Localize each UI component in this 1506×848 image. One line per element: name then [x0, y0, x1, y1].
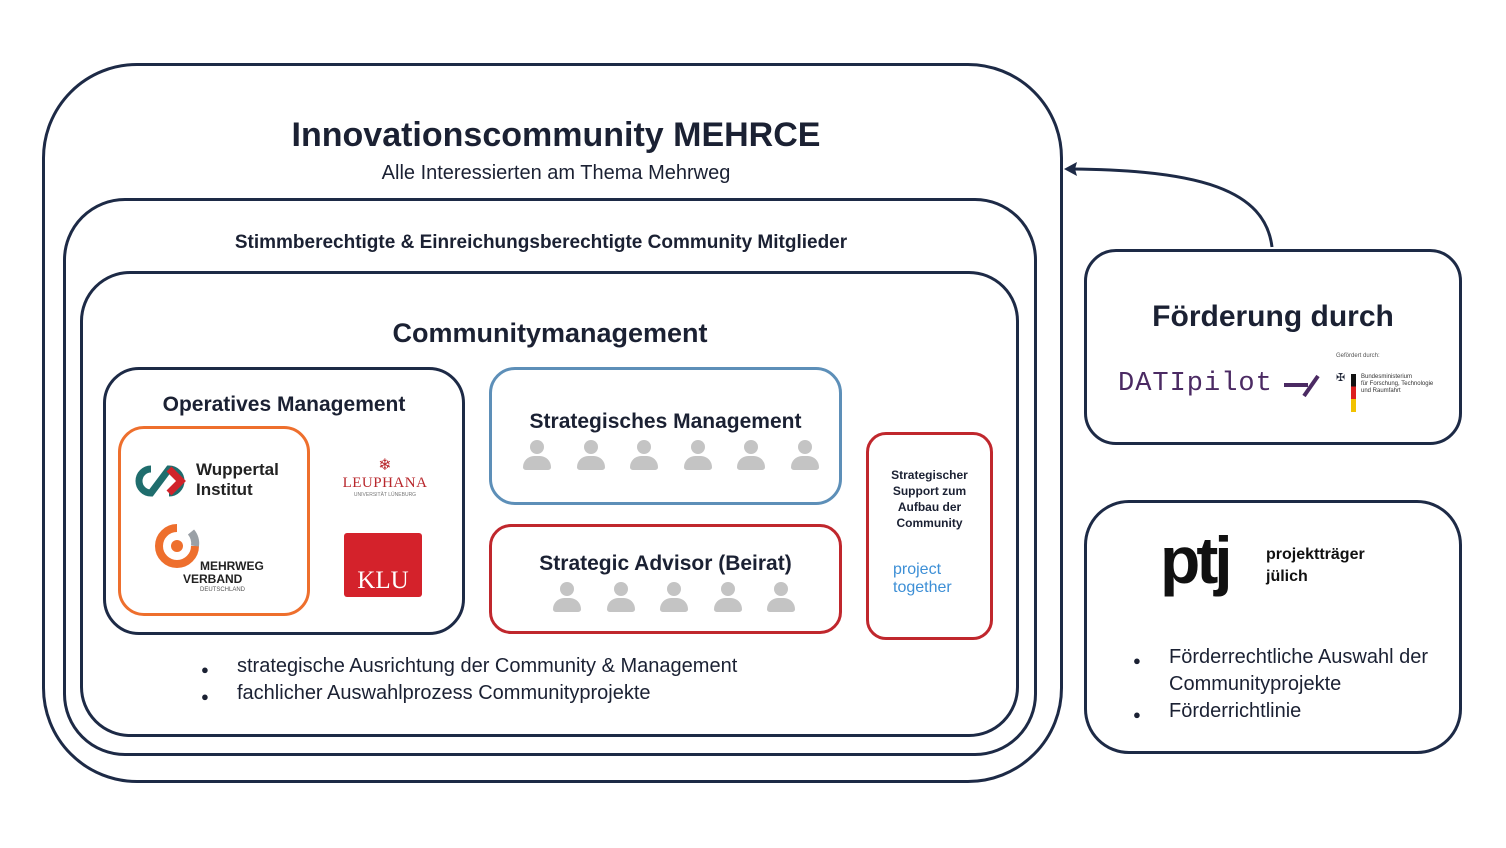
person-icon — [736, 440, 766, 472]
list-item: fachlicher Auswahlprozess Communityproje… — [201, 680, 737, 710]
mehrweg-verband-logo — [155, 524, 200, 568]
ptj-name-line1: projektträger — [1266, 546, 1365, 563]
members-container — [63, 198, 1037, 756]
person-icon — [629, 440, 659, 472]
operative-partners-highlight — [118, 426, 310, 616]
strategic-management-box — [489, 367, 842, 505]
bmbf-line3: und Raumfahrt — [1361, 388, 1401, 394]
person-icon — [659, 582, 689, 614]
community-subtitle: Alle Interessierten am Thema Mehrweg — [381, 162, 731, 184]
german-flag-icon — [1351, 374, 1356, 412]
mehrweg-verband-line1: MEHRWEG — [200, 559, 264, 573]
person-icon — [576, 440, 606, 472]
leuphana-emblem-icon: ❄ — [378, 457, 392, 474]
strategic-management-title: Strategisches Management — [529, 410, 802, 433]
wuppertal-institut-logo — [135, 465, 186, 497]
strategic-advisor-title: Strategic Advisor (Beirat) — [539, 552, 792, 575]
members-title: Stimmberechtigte & Einreichungsberechtig… — [234, 232, 848, 253]
project-together-logo-line1: project — [893, 561, 942, 578]
strategic-support-line2: Support zum — [892, 484, 967, 498]
management-title: Communitymanagement — [392, 318, 708, 348]
person-icon — [606, 582, 636, 614]
list-item: Förderrichtlinie — [1133, 698, 1433, 728]
management-container — [80, 271, 1019, 737]
klu-logo-text: KLU — [357, 567, 409, 594]
person-icon — [683, 440, 713, 472]
list-item: strategische Ausrichtung der Community &… — [201, 653, 737, 683]
funding-title: Förderung durch — [1152, 300, 1394, 333]
funding-box — [1084, 249, 1462, 445]
bmbf-line2: für Forschung, Technologie — [1361, 381, 1434, 387]
strategic-advisor-box — [489, 524, 842, 634]
operative-management-title: Operatives Management — [162, 393, 406, 416]
ptj-name-line2: jülich — [1266, 568, 1308, 585]
strategic-advisor-persons — [552, 582, 820, 614]
ptj-box — [1084, 500, 1462, 754]
klu-logo — [344, 533, 422, 597]
leuphana-sub: UNIVERSITÄT LÜNEBURG — [353, 492, 417, 498]
strategic-support-box — [866, 432, 993, 640]
leuphana-name: LEUPHANA — [342, 475, 428, 491]
mehrweg-verband-line2: VERBAND — [183, 572, 243, 586]
datipilot-arrow-icon — [1284, 374, 1320, 398]
project-together-logo-line2: together — [893, 579, 952, 596]
bmbf-caption: Gefördert durch: — [1336, 353, 1380, 359]
bmbf-eagle-icon: ✠ — [1336, 372, 1346, 384]
list-item: Förderrechtliche Auswahl der Communitypr… — [1133, 644, 1433, 698]
operative-management-box — [103, 367, 465, 635]
person-icon — [766, 582, 796, 614]
person-icon — [522, 440, 552, 472]
datipilot-logo: DATIpilot — [1118, 369, 1273, 399]
community-title: Innovationscommunity MEHRCE — [291, 116, 821, 154]
strategic-support-line3: Aufbau der — [897, 500, 962, 514]
person-icon — [713, 582, 743, 614]
strategic-management-persons — [522, 440, 843, 472]
funding-arrow — [1064, 162, 1274, 248]
wuppertal-institut-line2: Institut — [196, 480, 253, 499]
bmbf-line1: Bundesministerium — [1361, 374, 1413, 380]
community-container — [42, 63, 1063, 783]
person-icon — [790, 440, 820, 472]
strategic-support-line1: Strategischer — [891, 468, 968, 482]
wuppertal-institut-line1: Wuppertal — [196, 460, 279, 479]
strategic-support-line4: Community — [896, 516, 963, 530]
management-tasks-list: strategische Ausrichtung der Community &… — [201, 653, 737, 710]
mehrweg-verband-line3: DEUTSCHLAND — [200, 587, 246, 593]
ptj-tasks-list: Förderrechtliche Auswahl der Communitypr… — [1133, 644, 1433, 728]
person-icon — [552, 582, 582, 614]
ptj-logo: ptj — [1160, 523, 1233, 597]
